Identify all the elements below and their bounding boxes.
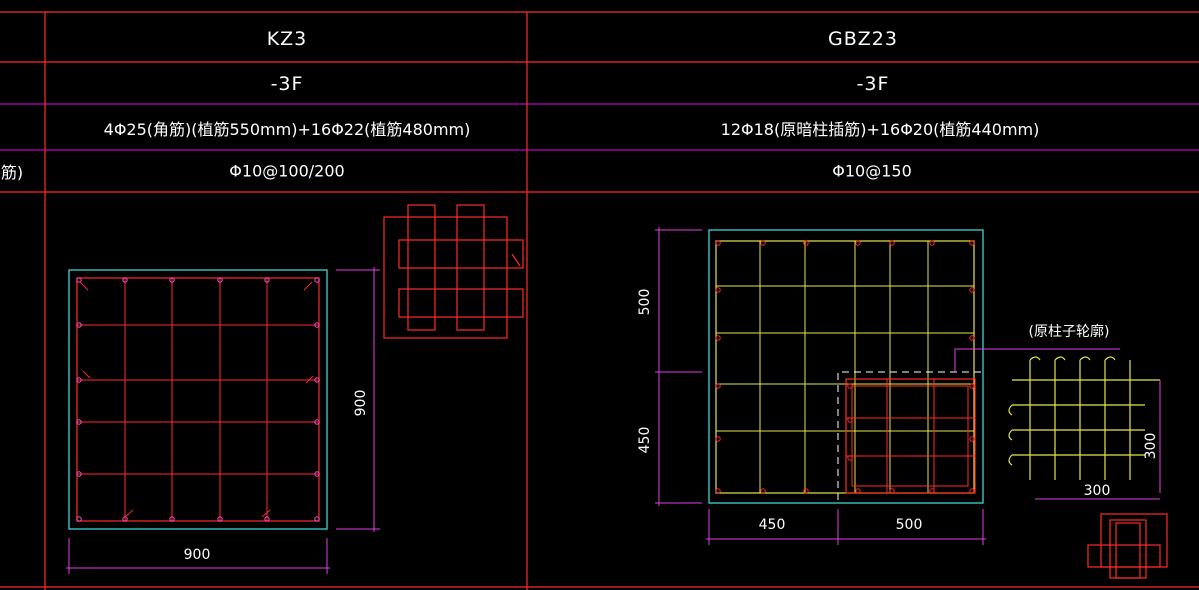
gbz23-bottom-vertical-label: 450 [637,426,653,454]
gbz23-bar [929,240,935,246]
gbz23-bar [969,436,975,442]
gbz23-detail-vertical-label: 300 [1143,432,1159,460]
gbz23-outline [708,229,984,504]
gbz23-bar [715,287,721,293]
gbz23-bar [847,417,853,423]
kz3-hooks [79,281,314,518]
gbz23-bar [847,383,853,389]
kz3-bar [314,377,320,383]
gbz23-bar [715,436,721,442]
kz3-longitudinal-bars [76,277,320,522]
gbz23-bar [969,335,975,341]
kz3-bar [76,471,82,477]
kz3-outline [68,269,328,530]
kz3-bar [314,516,320,522]
gbz23-longitudinal-bars [715,240,975,494]
gbz23-detail-dimensions [1035,380,1161,500]
kz3-height-label: 900 [353,389,369,417]
column-header-gbz23: GBZ23 [828,28,898,50]
gbz23-original-outline [837,371,983,500]
kz3-bar [217,516,223,522]
gbz23-bar [715,488,721,494]
row-label-fragment: 筋) [0,163,24,182]
gbz23-bar [969,383,975,389]
kz3-bar [169,277,175,283]
kz3-bar [169,516,175,522]
gbz23-longitudinal-bars-text: 12Φ18(原暗柱插筋)+16Φ20(植筋440mm) [720,120,1040,139]
gbz23-bar [855,488,861,494]
kz3-bar [264,277,270,283]
gbz23-dimensions [655,227,986,545]
kz3-floor: -3F [270,73,304,95]
kz3-bar [217,277,223,283]
gbz23-stirrups-text: Φ10@150 [832,161,912,181]
kz3-bar [314,277,320,283]
gbz23-top-vertical-label: 500 [637,288,653,316]
kz3-bar [76,377,82,383]
kz3-bar [314,471,320,477]
gbz23-small-stirrup-detail [1087,513,1168,579]
gbz23-bar [803,488,809,494]
gbz23-bar [760,240,766,246]
kz3-longitudinal-bars-text: 4Φ25(角筋)(植筋550mm)+16Φ22(植筋480mm) [103,120,471,139]
kz3-bar [314,419,320,425]
kz3-width-label: 900 [183,547,211,563]
kz3-bar [122,277,128,283]
kz3-inner-ties [77,278,319,521]
kz3-dimensions [66,267,380,574]
gbz23-bar [847,455,853,461]
gbz23-red-perimeter [845,378,976,494]
gbz23-left-horizontal-label: 450 [758,517,786,533]
gbz23-bar [889,488,895,494]
gbz23-right-horizontal-label: 500 [895,517,923,533]
gbz23-floor: -3F [856,73,890,95]
gbz23-bar [715,240,721,246]
gbz23-bar [760,488,766,494]
kz3-bar [314,322,320,328]
gbz23-tie-detail [1008,356,1160,480]
gbz23-bar [969,488,975,494]
kz3-section [68,269,328,530]
gbz23-red-ties [846,379,975,493]
gbz23-yellow-ties [716,241,974,493]
gbz23-perimeter-stirrup [715,240,975,494]
gbz23-bar [715,335,721,341]
original-outline-note: (原柱子轮廓) [1028,324,1110,340]
gbz23-bar [715,383,721,389]
gbz23-note-leader [954,348,1120,373]
gbz23-bar [803,240,809,246]
kz3-perimeter-stirrup [76,277,320,522]
gbz23-section [708,229,1120,504]
column-header-kz3: KZ3 [266,28,308,50]
kz3-bar [76,419,82,425]
gbz23-bar [855,240,861,246]
kz3-stirrup-detail [383,204,524,339]
kz3-bar [264,516,270,522]
kz3-bar [76,277,82,283]
table-grid [0,11,1199,590]
gbz23-bar [889,240,895,246]
gbz23-bar [969,240,975,246]
gbz23-bar [929,488,935,494]
kz3-bar [76,516,82,522]
gbz23-bar [969,287,975,293]
gbz23-detail-horizontal-label: 300 [1083,483,1111,499]
kz3-bar [76,322,82,328]
kz3-stirrups-text: Φ10@100/200 [229,161,345,181]
